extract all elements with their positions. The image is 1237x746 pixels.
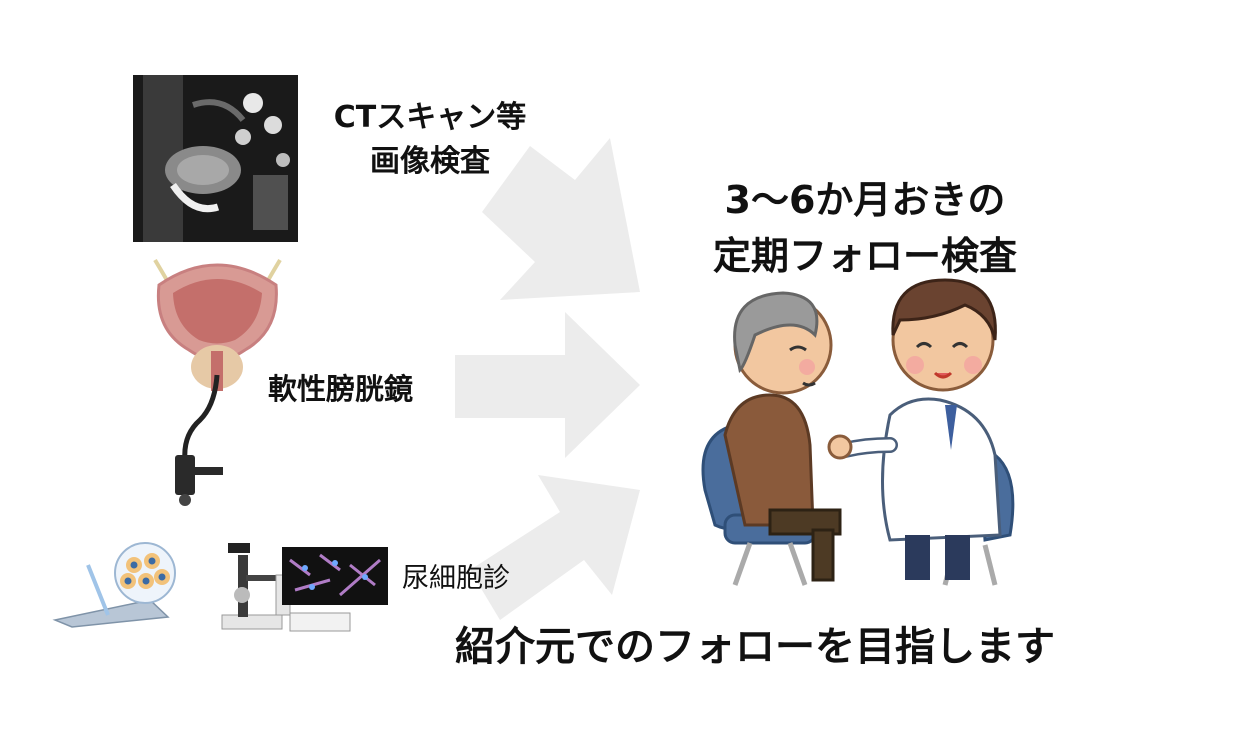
ct-scan-label: CTスキャン等 画像検査 (300, 96, 560, 184)
follow-up-title: 3〜6か月おきの 定期フォロー検査 (640, 172, 1090, 284)
follow-up-title-line-1: 3〜6か月おきの (724, 178, 1006, 222)
arrow-from-cystoscope (455, 312, 640, 458)
flexible-cystoscope-illustration (153, 258, 282, 506)
cystoscopy-label: 軟性膀胱鏡 (268, 372, 414, 406)
follow-up-title-line-2: 定期フォロー検査 (712, 234, 1017, 278)
ct-scan-image (133, 75, 298, 242)
doctor-patient-consultation-illustration (701, 278, 1015, 586)
arrow-from-cytology (470, 475, 640, 620)
arrow-from-ct (482, 138, 640, 300)
microscope-cytology-illustration (52, 542, 388, 632)
ct-scan-label-line-2: 画像検査 (370, 144, 490, 179)
ct-scan-label-line-1: CTスキャン等 (333, 100, 527, 135)
footer-message: 紹介元でのフォローを目指します (455, 624, 1055, 670)
urine-cytology-label: 尿細胞診 (402, 563, 510, 594)
